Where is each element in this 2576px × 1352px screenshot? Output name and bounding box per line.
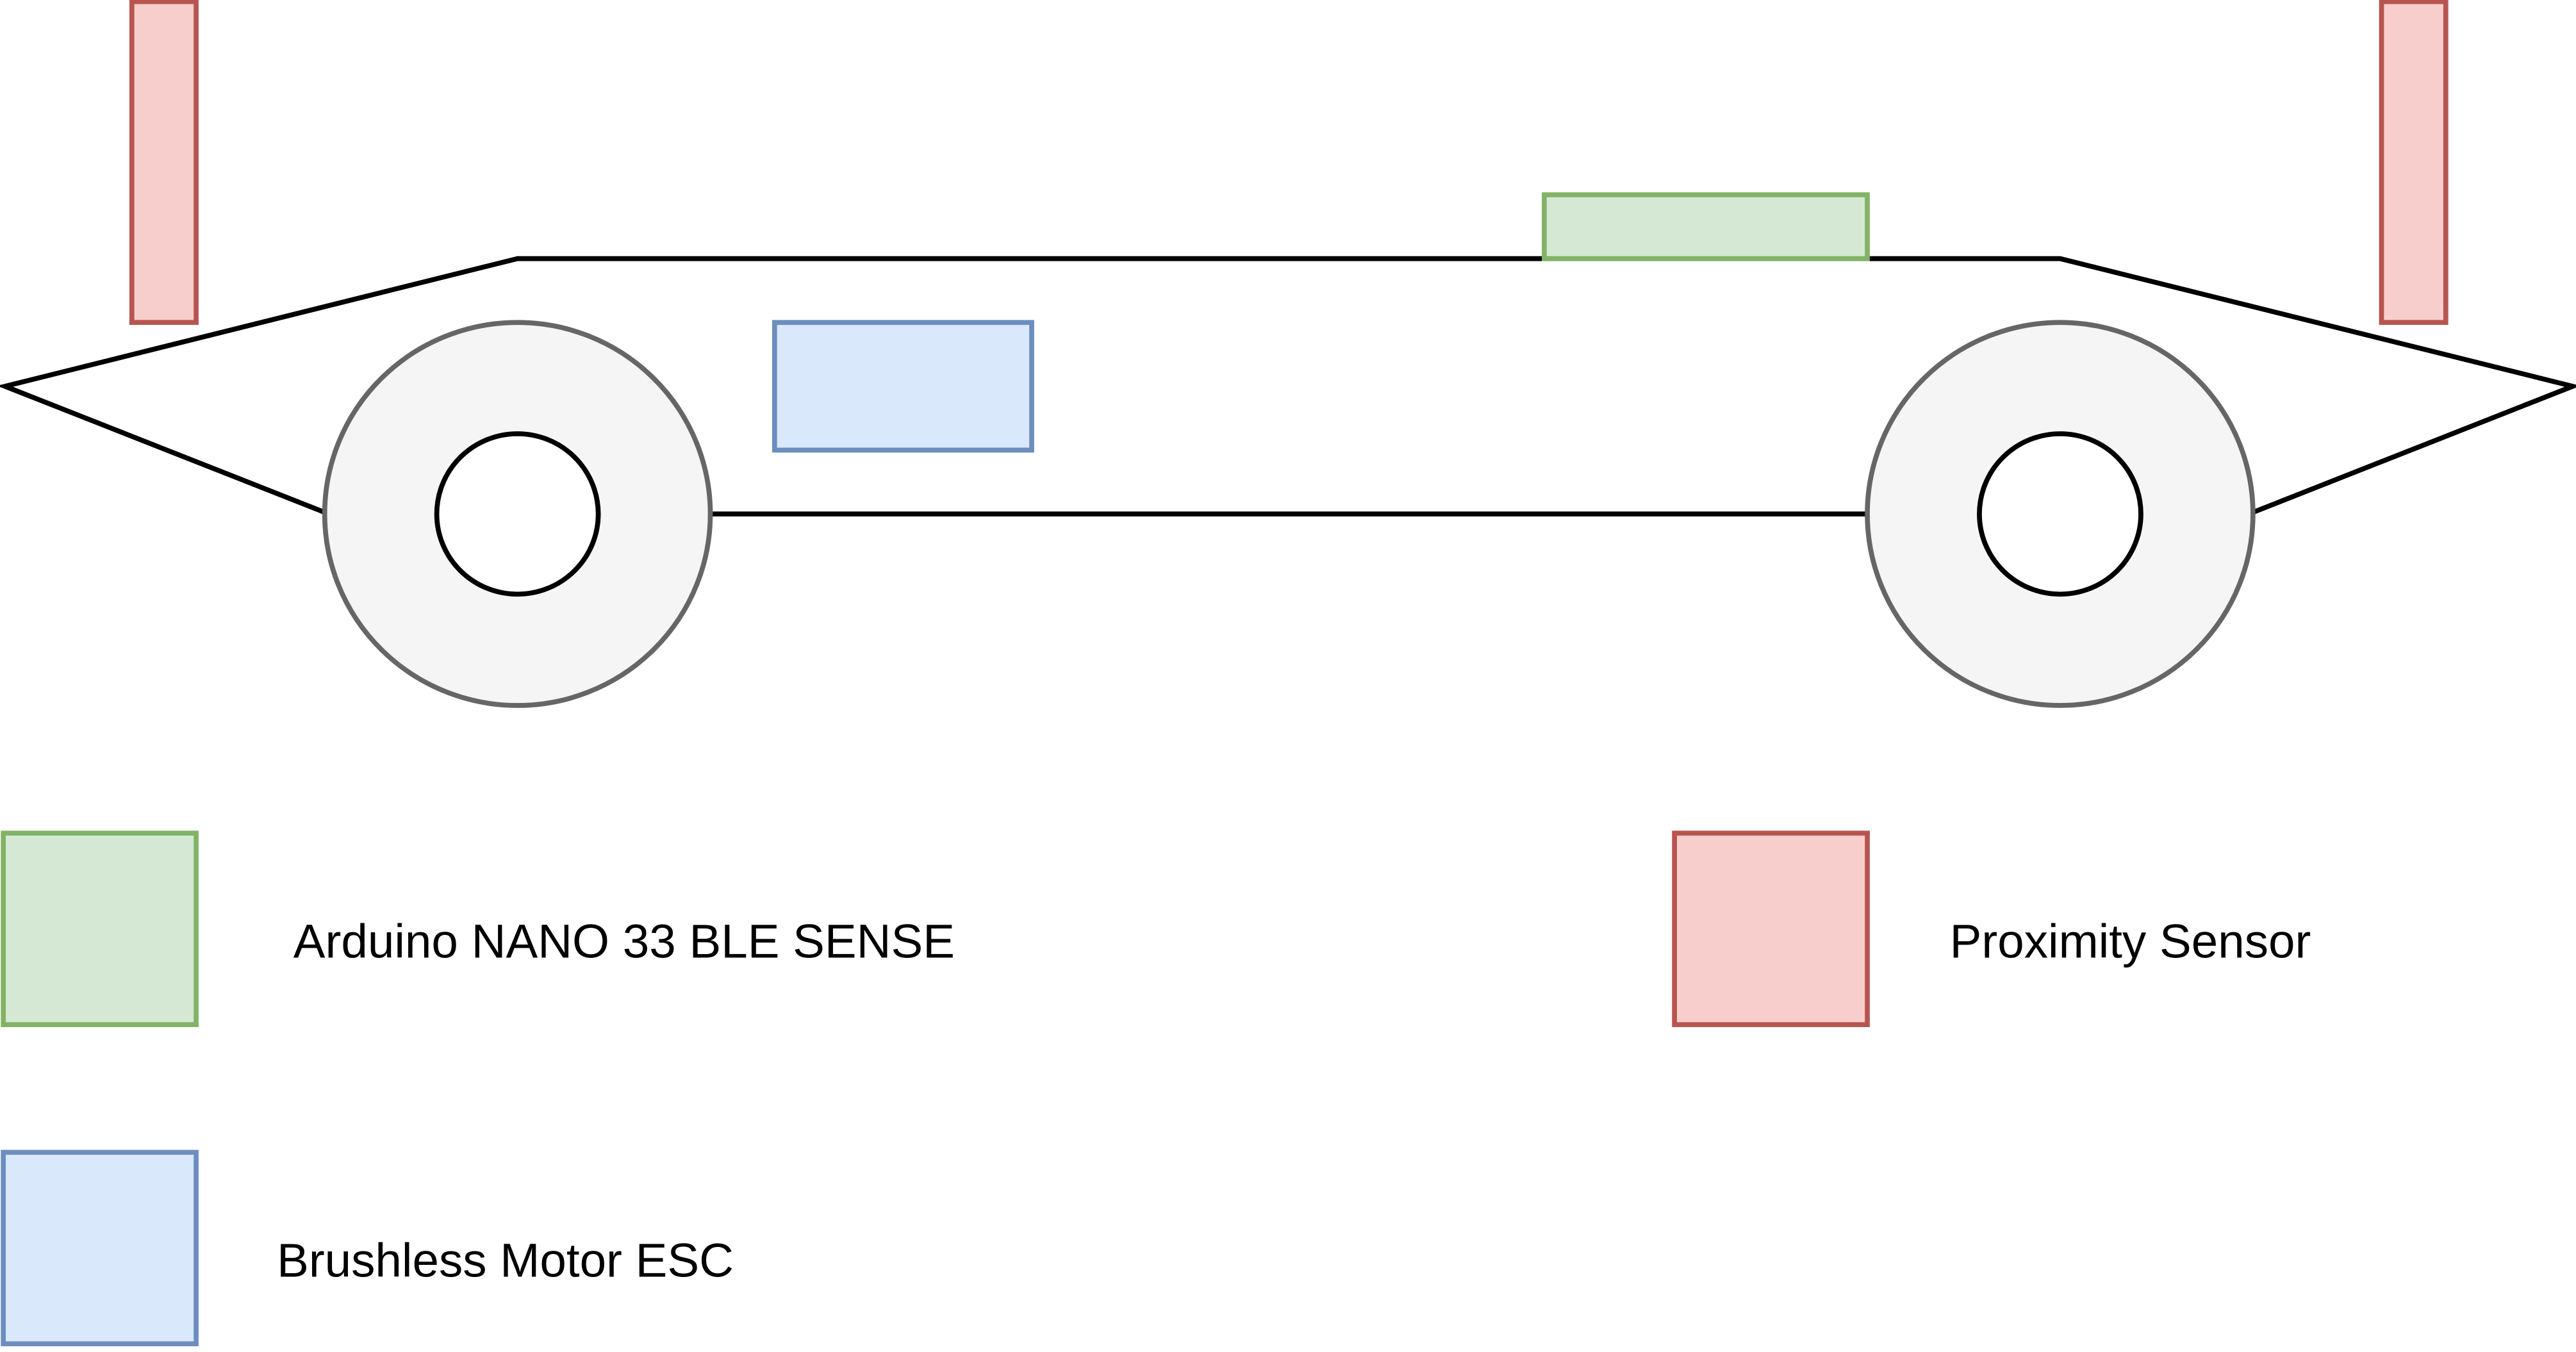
legend-label-arduino: Arduino NANO 33 BLE SENSE xyxy=(293,915,955,968)
arduino-board-on-car xyxy=(1542,192,1870,261)
legend-label-sensor: Proximity Sensor xyxy=(1950,915,2311,968)
proximity-sensor-front xyxy=(129,0,199,326)
legend-swatch-esc xyxy=(1,1150,199,1347)
proximity-sensor-rear xyxy=(2379,0,2448,326)
legend-item-arduino: Arduino NANO 33 BLE SENSE xyxy=(1,830,955,1027)
esc-module-on-car xyxy=(772,320,1034,453)
right-wheel-hub xyxy=(1977,431,2143,597)
legend-item-sensor: Proximity Sensor xyxy=(1672,830,2311,1027)
right-wheel xyxy=(1865,320,2256,708)
car-body-outline xyxy=(0,256,2576,515)
legend: Arduino NANO 33 BLE SENSE Proximity Sens… xyxy=(1,830,2311,1347)
legend-label-esc: Brushless Motor ESC xyxy=(277,1234,734,1287)
legend-swatch-arduino xyxy=(1,830,199,1027)
legend-item-esc: Brushless Motor ESC xyxy=(1,1150,734,1347)
left-wheel-hub xyxy=(434,431,601,597)
left-wheel xyxy=(322,320,713,708)
legend-swatch-sensor xyxy=(1672,830,1870,1027)
